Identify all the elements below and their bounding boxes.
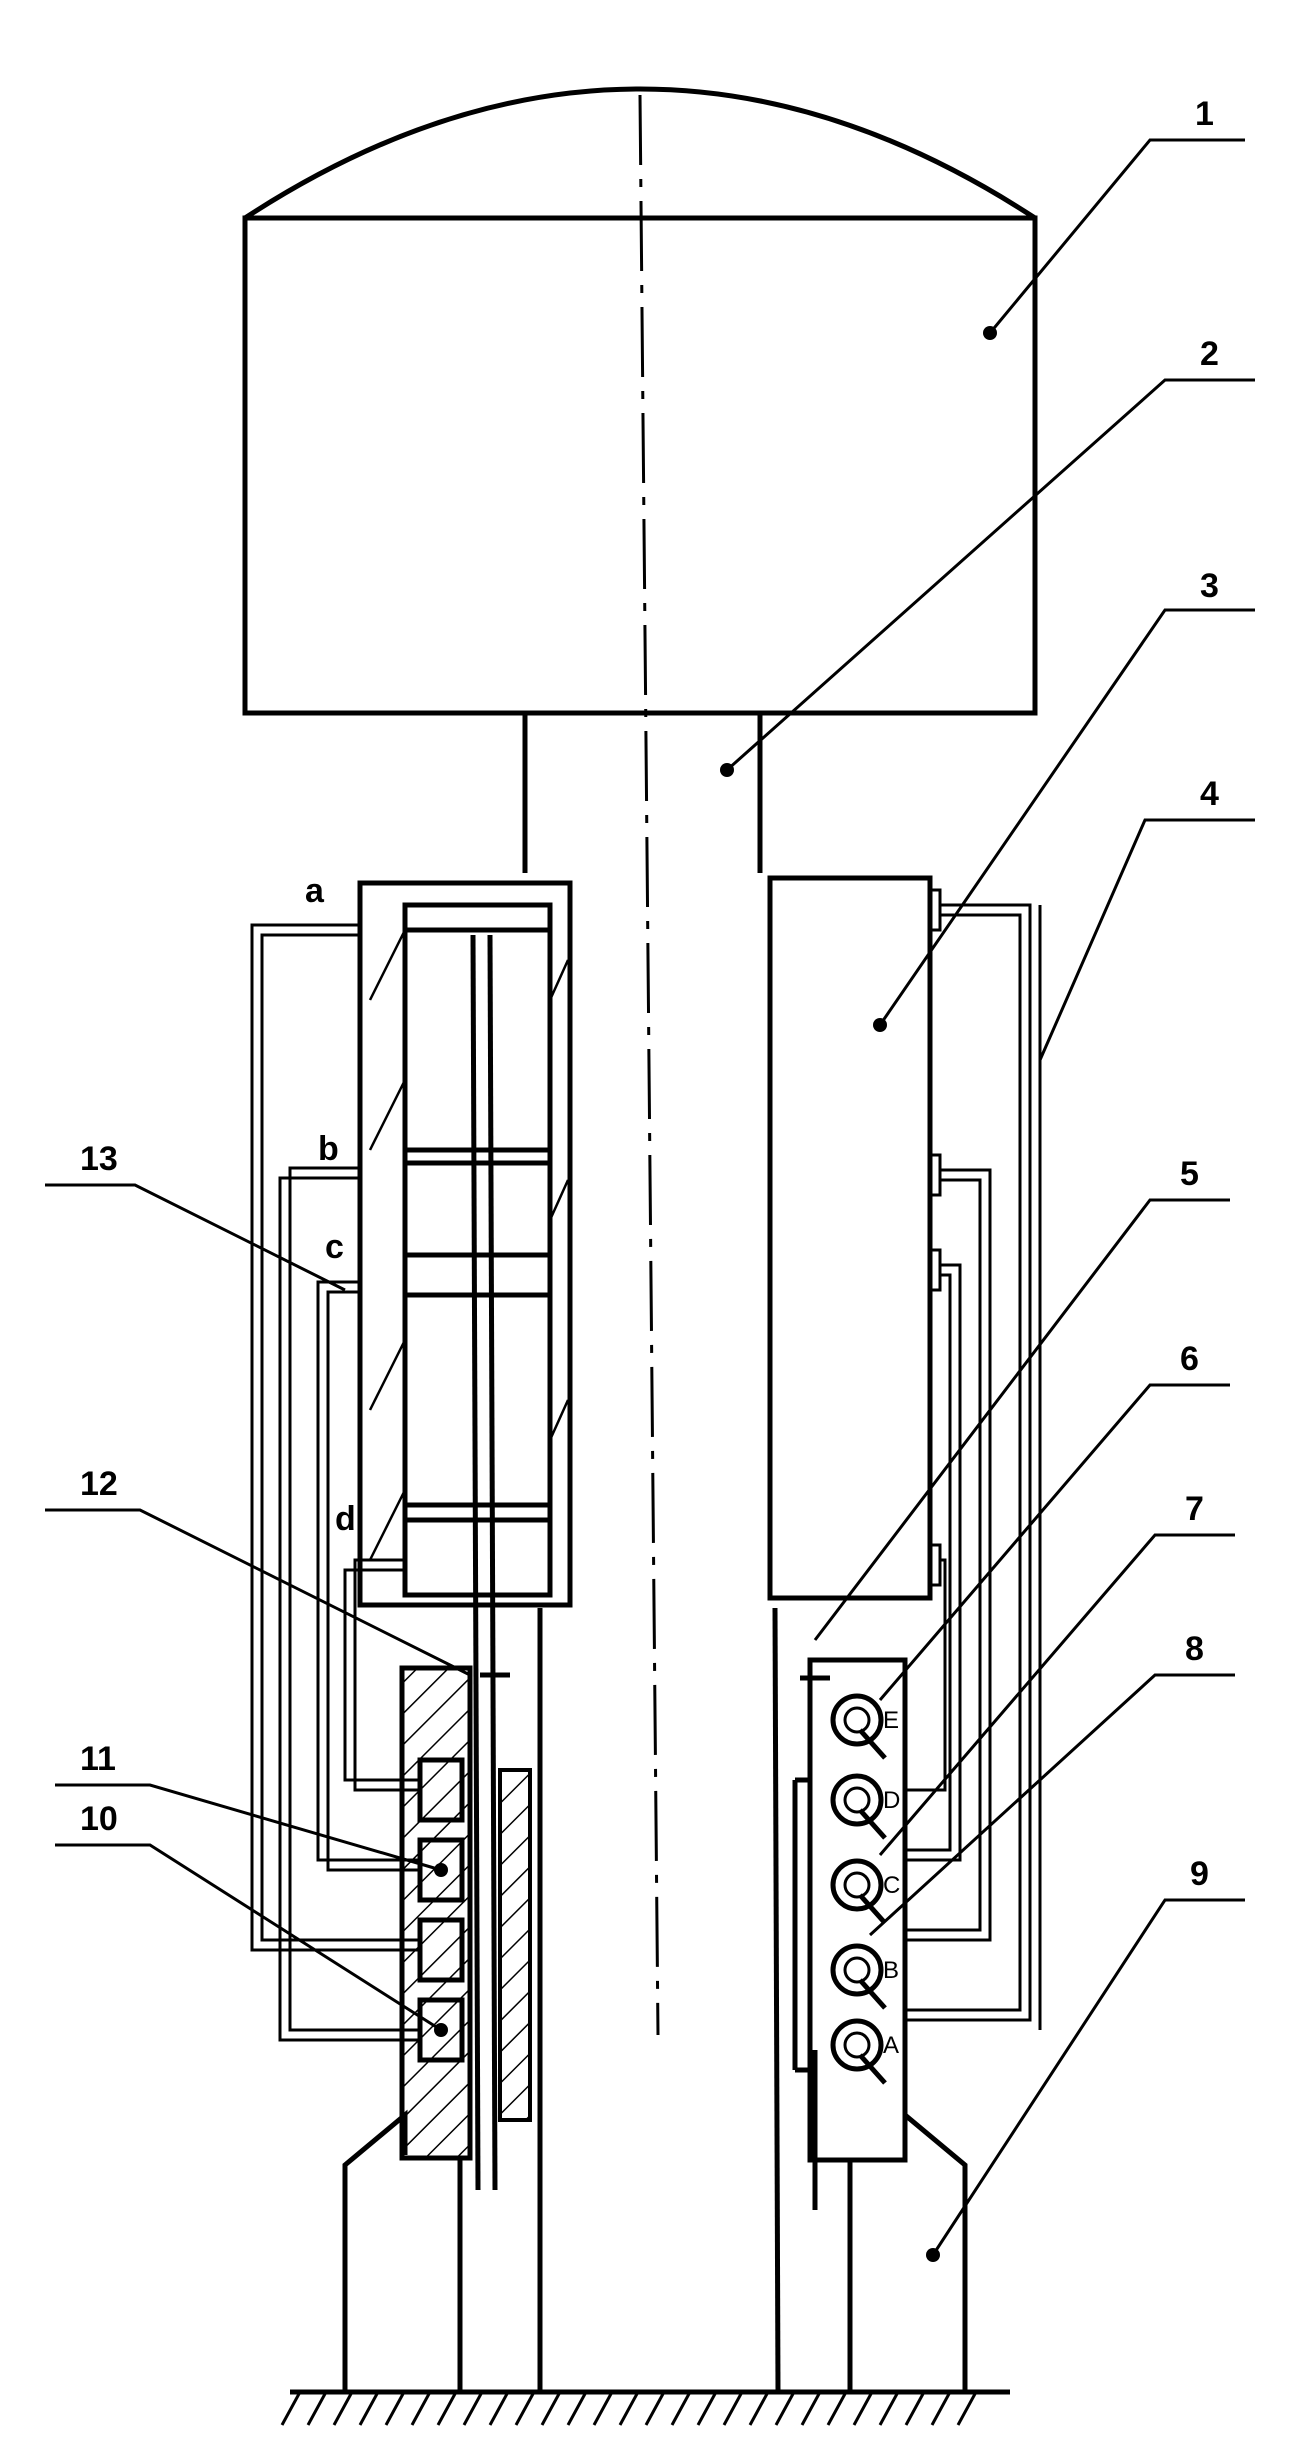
ground-tick (488, 2391, 510, 2426)
ground-tick (800, 2391, 822, 2426)
valve-label-c: C (883, 1872, 900, 1899)
ground-tick (670, 2391, 692, 2426)
valve-ball-outer (830, 1943, 884, 1997)
valve-label-e: E (883, 1707, 899, 1734)
ground-tick (540, 2391, 562, 2426)
callout-13: 13 (80, 1140, 118, 1178)
ground-tick (644, 2391, 666, 2426)
ground-base (280, 2389, 1010, 2426)
base-supports (342, 2109, 968, 2392)
callout-8: 8 (1185, 1630, 1204, 1668)
ground-tick (852, 2391, 874, 2426)
valve-ball-outer (830, 1773, 884, 1827)
valve-spring (858, 1728, 887, 1760)
valve-ball-inner (843, 2031, 871, 2059)
callout-6: 6 (1180, 1340, 1199, 1378)
left-cylinder-housing (357, 880, 573, 2191)
valve-label-b: B (883, 1957, 899, 1984)
right-valve-stack (792, 1657, 908, 2210)
valve-label-d: D (883, 1787, 900, 1814)
port-c: c (325, 1228, 344, 1266)
right-cylinder-housing (767, 875, 942, 1601)
valve-spring (858, 2053, 887, 2085)
valve-spring (858, 1808, 887, 1840)
ground-tick (358, 2391, 380, 2426)
ground-tick (280, 2391, 302, 2426)
callout-12: 12 (80, 1465, 118, 1503)
hydraulic-pipes (250, 903, 1042, 2042)
callout-3: 3 (1200, 567, 1219, 605)
ground-tick (332, 2391, 354, 2426)
valve-spring (858, 1978, 887, 2010)
ground-tick (956, 2391, 978, 2426)
ground-tick (930, 2391, 952, 2426)
ground-tick (618, 2391, 640, 2426)
ground-tick (748, 2391, 770, 2426)
callout-2: 2 (1200, 335, 1219, 373)
ground-tick (514, 2391, 536, 2426)
port-d: d (335, 1500, 356, 1538)
ground-tick (774, 2391, 796, 2426)
ground-tick (878, 2391, 900, 2426)
ground-tick (566, 2391, 588, 2426)
valve-ball-inner (843, 1706, 871, 1734)
valve-ball-inner (843, 1871, 871, 1899)
port-b: b (318, 1130, 339, 1168)
valve-spring (858, 1893, 887, 1925)
callout-9: 9 (1190, 1855, 1209, 1893)
valve-label-a: A (883, 2032, 899, 2059)
callout-1: 1 (1195, 95, 1214, 133)
ground-tick (462, 2391, 484, 2426)
ground-tick (826, 2391, 848, 2426)
callout-4: 4 (1200, 775, 1219, 813)
ground-tick (410, 2391, 432, 2426)
ground-tick (592, 2391, 614, 2426)
callout-5: 5 (1180, 1155, 1199, 1193)
callout-7: 7 (1185, 1490, 1204, 1528)
valve-ball-inner (843, 1956, 871, 1984)
center-axis (638, 94, 660, 2036)
ground-tick (904, 2391, 926, 2426)
ground-tick (436, 2391, 458, 2426)
callout-leaders (45, 138, 1255, 2256)
valve-ball-inner (843, 1786, 871, 1814)
ground-tick (722, 2391, 744, 2426)
main-column (522, 713, 781, 2393)
valve-ball-outer (830, 2018, 884, 2072)
ground-tick (384, 2391, 406, 2426)
callout-labels: 1 2 3 4 5 6 7 8 9 10 11 12 13 a b c d A … (80, 95, 1219, 2059)
left-valve-block (399, 1665, 532, 2161)
callout-11: 11 (80, 1740, 116, 1778)
callout-10: 10 (80, 1800, 118, 1838)
valve-ball-outer (830, 1858, 884, 1912)
port-a: a (305, 872, 325, 910)
ground-tick (306, 2391, 328, 2426)
valve-ball-outer (830, 1693, 884, 1747)
ground-tick (696, 2391, 718, 2426)
